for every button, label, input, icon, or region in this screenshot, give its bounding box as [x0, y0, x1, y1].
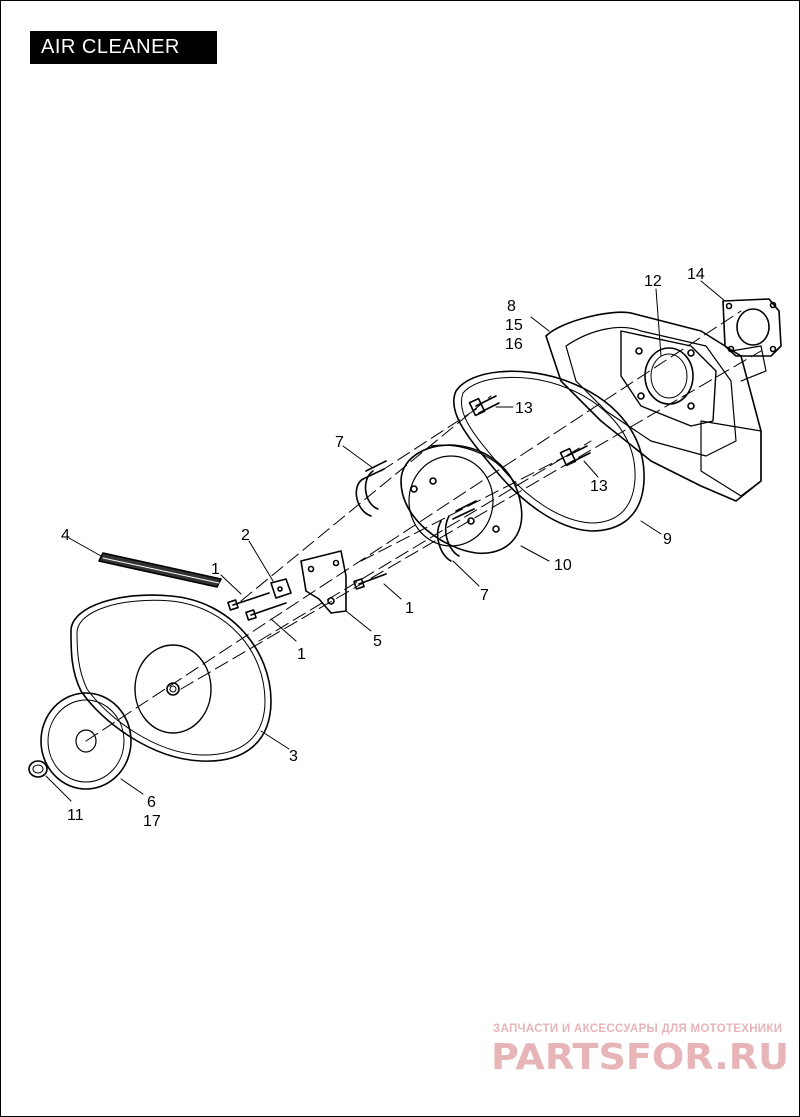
screw-part-1-c — [353, 573, 387, 590]
callout-3: 3 — [289, 748, 298, 765]
callout-4: 4 — [61, 527, 70, 544]
callout-17: 17 — [143, 813, 161, 830]
page-title: AIR CLEANER — [30, 31, 217, 64]
backplate-assembly — [545, 311, 767, 502]
gasket-part-14 — [722, 298, 782, 357]
callout-10: 10 — [554, 557, 572, 574]
callout-1-left: 1 — [211, 561, 220, 578]
callout-13-upper: 13 — [515, 400, 533, 417]
bolt-part-13-upper — [468, 395, 500, 417]
screw-part-1-a — [227, 592, 270, 611]
callout-7-lower: 7 — [480, 587, 489, 604]
plate-part-2 — [270, 578, 292, 599]
callout-9: 9 — [663, 531, 672, 548]
callout-5: 5 — [373, 633, 382, 650]
medallion-part-6 — [40, 692, 132, 790]
trim-strip-part-4 — [98, 552, 222, 588]
screw-part-1-b — [245, 602, 287, 621]
nut-part-11 — [28, 760, 48, 778]
callout-6: 6 — [147, 794, 156, 811]
callout-8: 8 — [507, 298, 516, 315]
assembly-axes — [85, 310, 762, 742]
bracket-part-5 — [300, 550, 347, 614]
filter-element-part-10 — [400, 444, 523, 555]
callout-2: 2 — [241, 527, 250, 544]
breather-tube-part-7-upper — [355, 460, 387, 517]
callout-1-right: 1 — [405, 600, 414, 617]
leader-lines — [45, 280, 726, 802]
callout-1-bottom: 1 — [297, 646, 306, 663]
callout-12: 12 — [644, 273, 662, 290]
cover-part-3 — [70, 594, 272, 762]
callout-labels: 8 15 16 12 14 13 13 7 7 9 10 4 2 1 1 1 5… — [61, 266, 705, 830]
callout-16: 16 — [505, 336, 523, 353]
callout-14: 14 — [687, 266, 705, 283]
watermark-logo-text: PARTSFOR.RU — [491, 1037, 789, 1077]
breather-tube-part-7-lower — [436, 500, 477, 562]
bolt-part-13-lower — [559, 445, 591, 467]
callout-7-upper: 7 — [335, 434, 344, 451]
watermark-tagline: ЗАПЧАСТИ И АКСЕССУАРЫ ДЛЯ МОТОТЕХНИКИ — [493, 1023, 783, 1035]
callout-15: 15 — [505, 317, 523, 334]
watermark-logo: PARTSFOR.RU — [491, 1037, 789, 1077]
callout-11: 11 — [67, 807, 84, 824]
callout-13-lower: 13 — [590, 478, 608, 495]
